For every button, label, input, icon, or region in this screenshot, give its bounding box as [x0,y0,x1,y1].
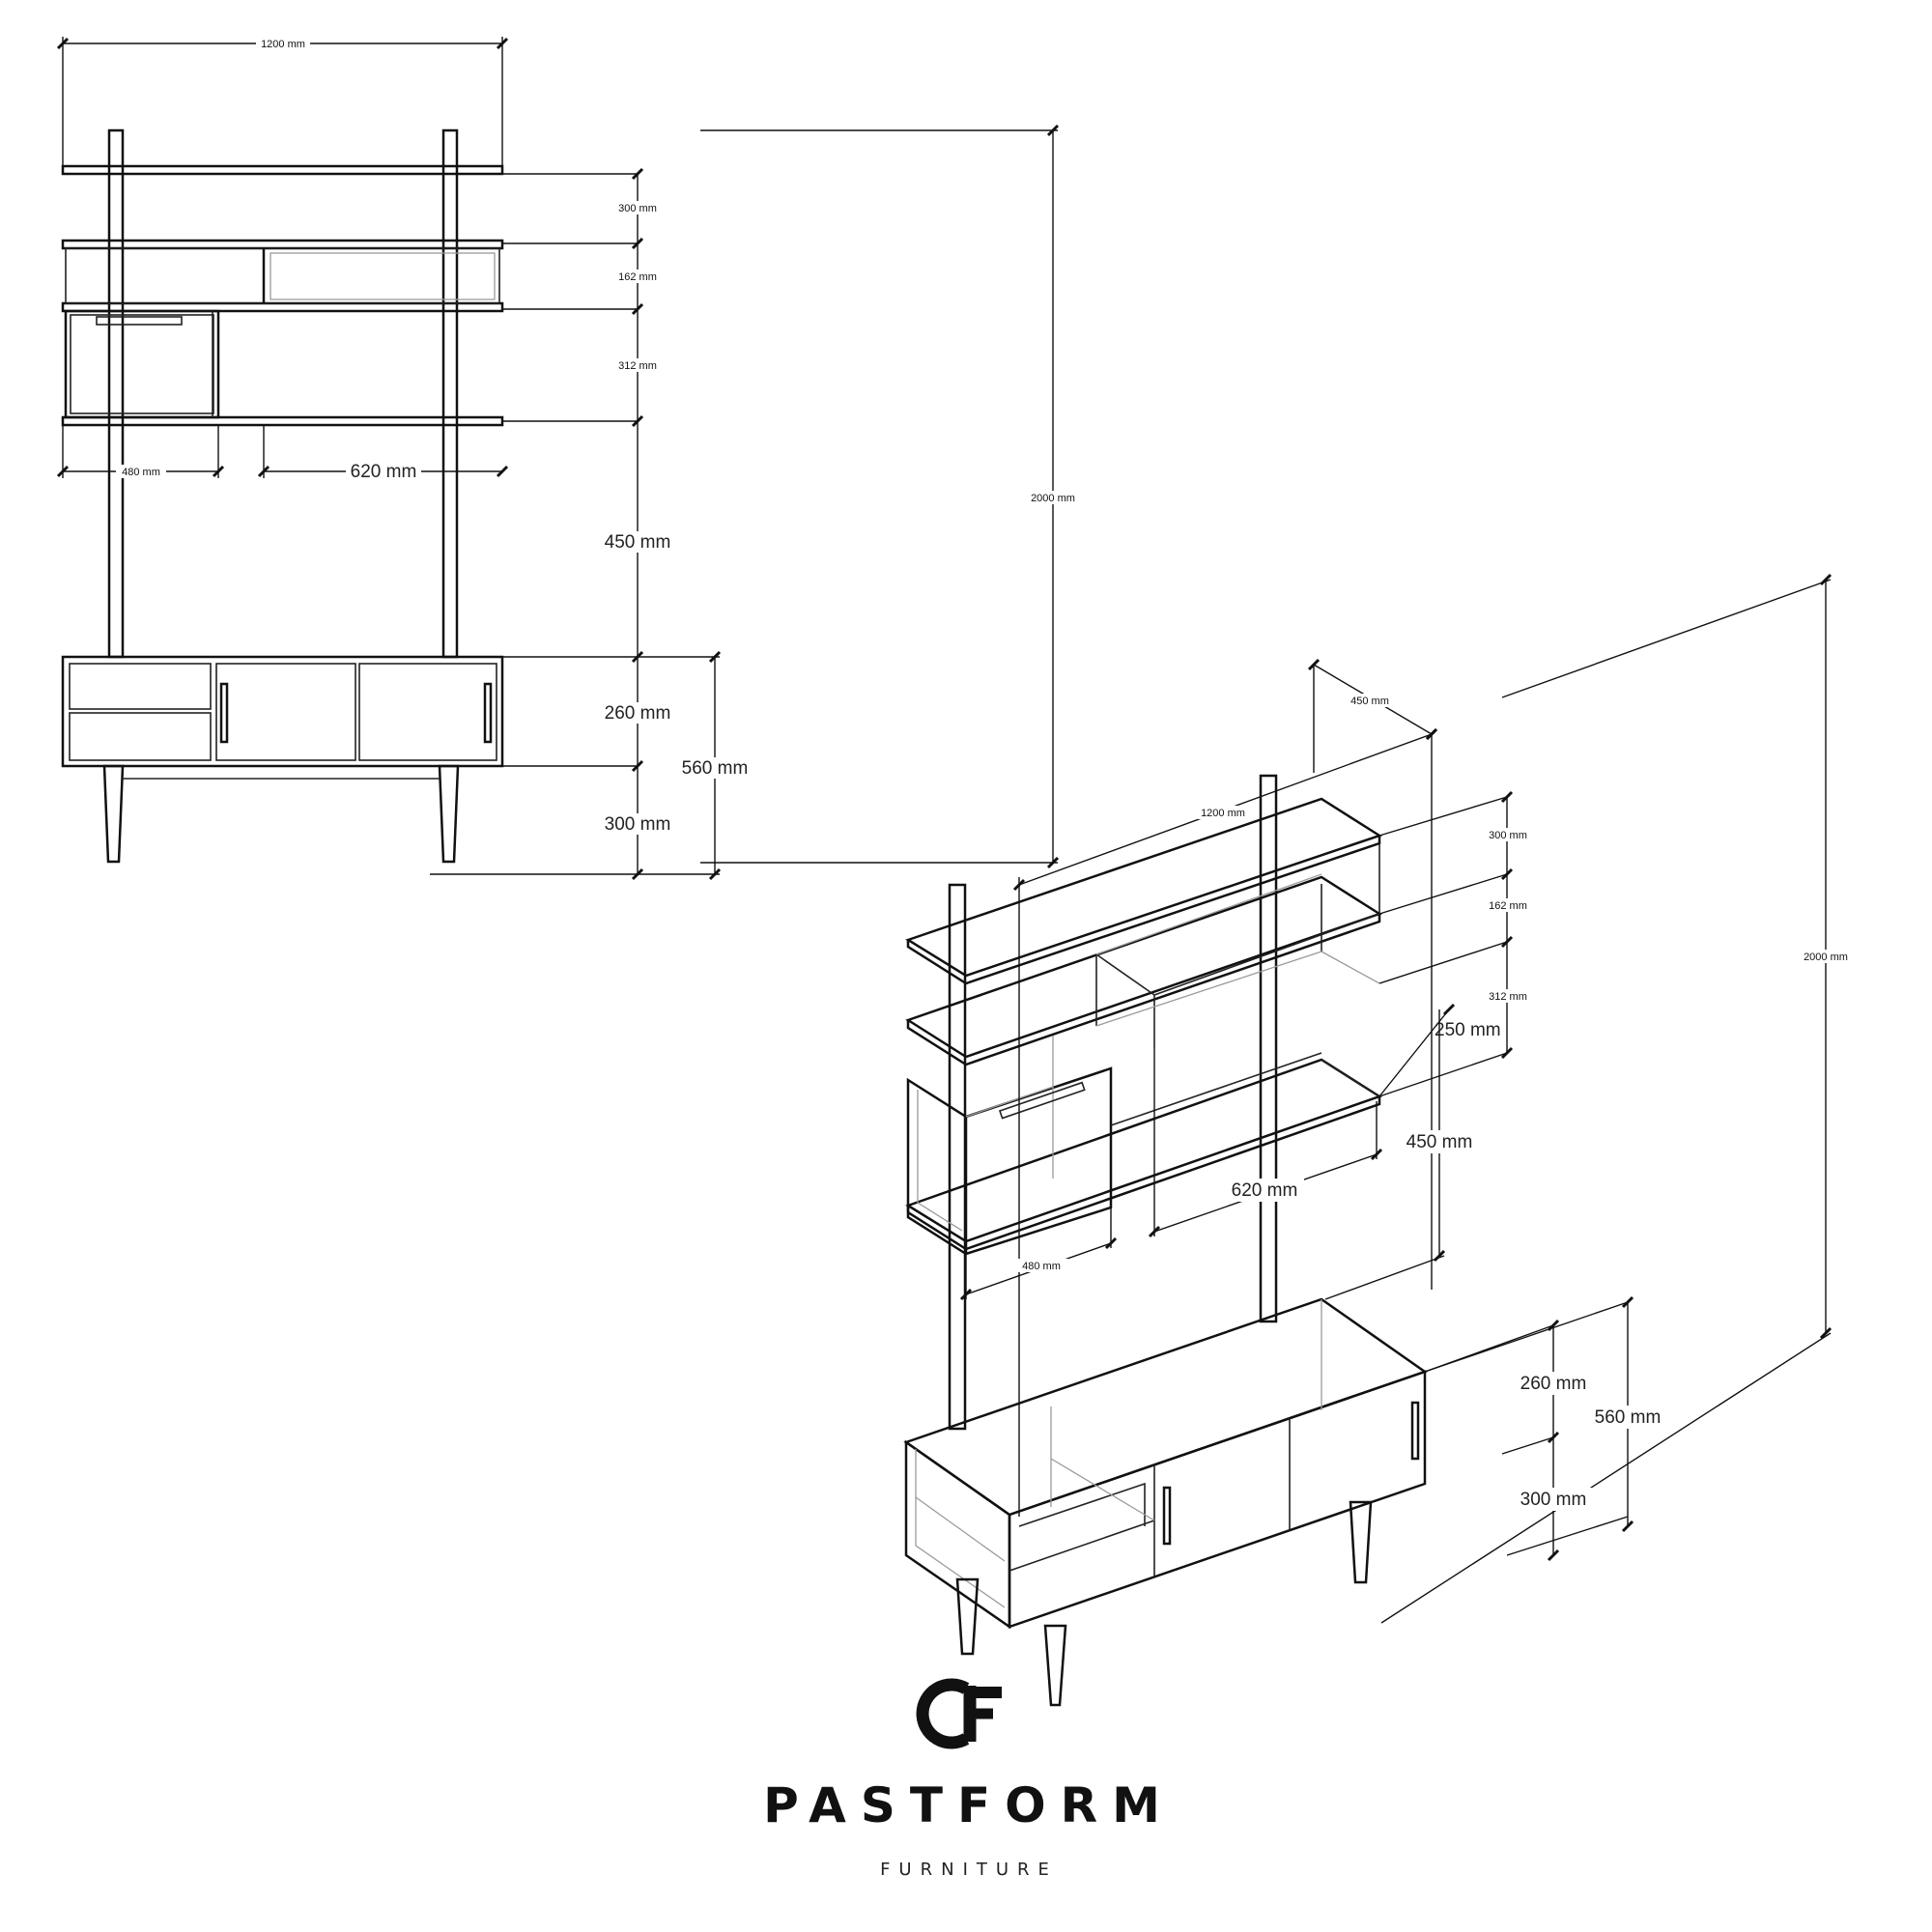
iso-dim-gap-3: 312 mm [1489,991,1527,1003]
front-dim-width: 1200 mm [261,39,305,50]
pastform-logo-icon [916,1678,1002,1749]
front-handle-mid [219,682,229,744]
iso-dim-open-width: 620 mm [1232,1180,1298,1201]
front-dim-gap-top: 300 mm [618,203,657,214]
front-leg-right [438,764,460,864]
front-cabinet-door-right [358,663,497,761]
front-dim-total-height: 2000 mm [1031,493,1075,504]
iso-dim-gap-top: 300 mm [1489,830,1527,841]
front-handle-right [483,682,493,744]
iso-dim-total-height: 2000 mm [1804,952,1848,963]
iso-cabinet-front [1008,1370,1427,1629]
iso-dim-open-gap: 450 mm [1406,1132,1473,1152]
front-cabinet-door-mid [215,663,356,761]
iso-leg-front-left [955,1577,980,1656]
iso-cabinet-side [904,1439,1011,1630]
isometric-view: 450 mm 1200 mm 300 mm 162 mm 312 mm 250 … [903,573,1853,1707]
front-leg-left [102,764,125,864]
front-dim-cabinet: 260 mm [605,703,671,724]
front-dim-open-gap: 450 mm [605,532,671,553]
iso-shelf-3-back [1110,1052,1380,1126]
front-cabinet-drawer-bottom [69,712,212,761]
iso-shelf-3 [905,1058,1382,1251]
iso-dim-shelf-depth: 250 mm [1435,1020,1501,1040]
front-dim-gap-3: 312 mm [618,360,657,372]
front-upper-panel [270,252,496,300]
iso-dim-cabinet: 260 mm [1520,1374,1587,1394]
front-dim-open-width: 620 mm [351,462,417,482]
brand-tagline: FURNITURE [880,1860,1058,1880]
iso-cabinet-interior [915,1299,1322,1608]
iso-upper-compartment [1095,843,1380,1048]
iso-upright-right [1259,774,1278,1323]
brand-block: PASTFORM FURNITURE [763,1678,1175,1880]
front-dim-base-total: 560 mm [682,758,749,779]
front-box [64,309,220,419]
iso-dim-gap-2: 162 mm [1489,900,1527,912]
iso-handle-right [1410,1401,1420,1461]
front-elevation: 1200 mm 300 mm 162 mm 312 mm 450 mm 260 … [56,37,1080,881]
front-upright-right [441,128,459,659]
front-box-handle [96,316,183,326]
iso-box-inner [917,1036,1054,1232]
iso-handle-mid [1162,1486,1172,1546]
front-dim-gap-2: 162 mm [618,271,657,283]
iso-dim-depth: 450 mm [1350,696,1389,707]
front-box-door [70,314,214,414]
front-dim-box-width: 480 mm [122,467,160,478]
iso-dim-base-total: 560 mm [1595,1407,1662,1428]
iso-leg-back-right [1349,1500,1373,1584]
iso-dim-legs: 300 mm [1520,1490,1587,1510]
iso-upper-compartment-faint [1095,873,1380,1027]
iso-dim-width: 1200 mm [1201,808,1245,819]
front-shelf-2 [61,239,504,250]
iso-box-handle [998,1081,1086,1120]
front-upright-left [107,128,125,659]
front-dim-legs: 300 mm [605,814,671,835]
front-upper-compartment [65,247,500,304]
iso-dim-box-width: 480 mm [1022,1261,1061,1272]
front-shelf-top [61,164,504,176]
front-cabinet [61,655,504,768]
iso-leg-front-mid [1043,1624,1067,1707]
iso-cabinet-top [903,1297,1428,1517]
brand-name: PASTFORM [763,1777,1175,1833]
front-cabinet-drawer-top [69,663,212,710]
